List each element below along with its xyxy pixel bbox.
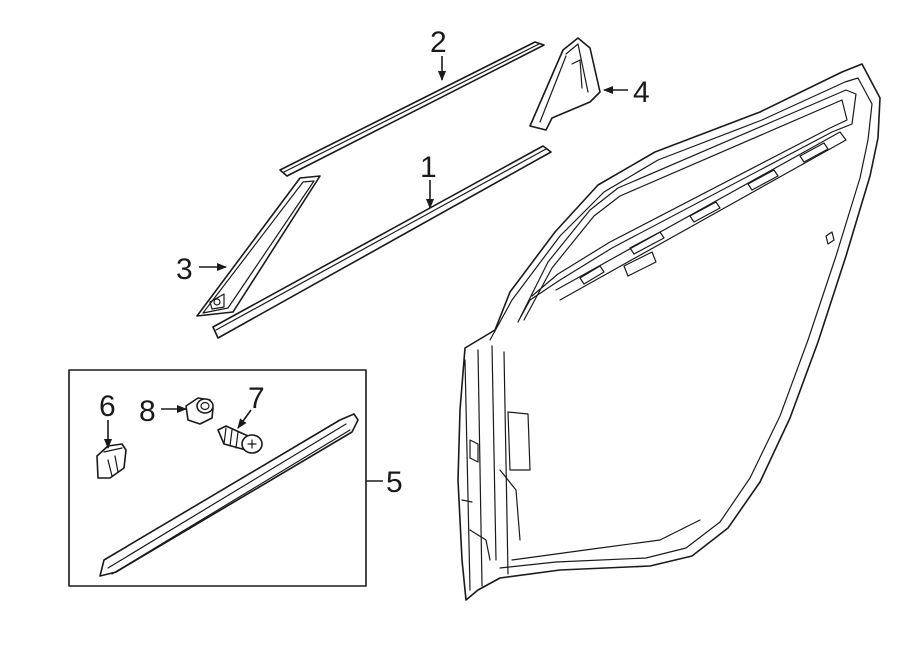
- callout-2: 2: [430, 26, 447, 59]
- part-6-clip: [96, 443, 127, 479]
- part-7-screw: [217, 425, 263, 454]
- part-2-roof-molding: [279, 41, 545, 177]
- callout-leaders: [104, 56, 628, 482]
- part-8-grommet: [185, 397, 214, 425]
- callout-3: 3: [176, 253, 193, 286]
- callout-6: 6: [99, 390, 116, 423]
- callout-8: 8: [139, 395, 156, 428]
- callout-7: 7: [248, 382, 265, 415]
- callout-5: 5: [386, 466, 403, 499]
- rear-door-shell: [457, 63, 881, 601]
- part-4-rear-pillar-trim: [529, 37, 601, 131]
- part-5-door-molding: [99, 413, 359, 577]
- callout-4: 4: [633, 76, 650, 109]
- part-3-front-pillar-trim: [196, 175, 321, 317]
- part-5-kit-box: [68, 369, 367, 587]
- callout-1: 1: [420, 151, 437, 184]
